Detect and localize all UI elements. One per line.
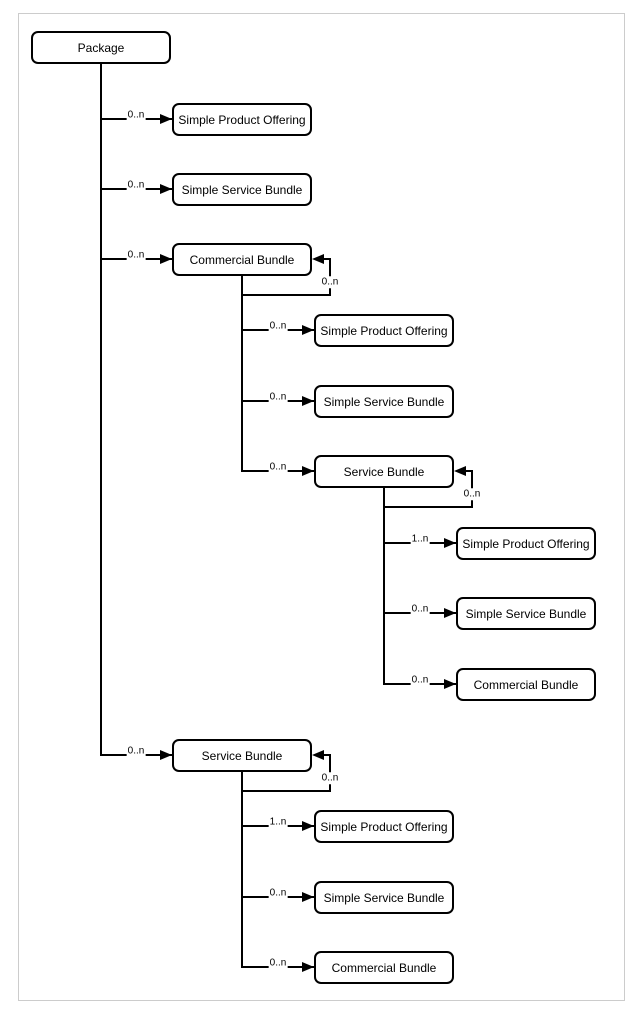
edge-label-sb1-cb2: 0..n [410, 674, 430, 686]
arrowhead-icon [302, 892, 314, 902]
node-simple-service-bundle-4: Simple Service Bundle [314, 881, 454, 914]
edge-label-sb2-spo4: 1..n [268, 816, 288, 828]
edge-label-package-ssb1: 0..n [126, 179, 146, 191]
node-service-bundle-1: Service Bundle [314, 455, 454, 488]
arrowhead-icon [302, 396, 314, 406]
edge-label-cb1-ssb2: 0..n [268, 391, 288, 403]
arrowhead-icon [302, 821, 314, 831]
node-simple-product-offering-4: Simple Product Offering [314, 810, 454, 843]
arrowhead-icon [160, 114, 172, 124]
edge-label-package-cb1: 0..n [126, 249, 146, 261]
edge-label-cb1-spo2: 0..n [268, 320, 288, 332]
node-simple-product-offering-1: Simple Product Offering [172, 103, 312, 136]
node-package: Package [31, 31, 171, 64]
edge-label-sb2-self-loop: 0..n [320, 772, 340, 784]
edge-line [383, 487, 385, 685]
arrowhead-icon [312, 254, 324, 264]
edge-line [241, 275, 243, 472]
arrowhead-icon [302, 325, 314, 335]
edge-label-sb2-ssb4: 0..n [268, 887, 288, 899]
edge-line [100, 63, 102, 756]
node-simple-service-bundle-1: Simple Service Bundle [172, 173, 312, 206]
edge-label-cb1-sb1: 0..n [268, 461, 288, 473]
edge-label-sb1-ssb3: 0..n [410, 603, 430, 615]
node-simple-product-offering-3: Simple Product Offering [456, 527, 596, 560]
node-commercial-bundle-1: Commercial Bundle [172, 243, 312, 276]
edge-label-sb2-cb3: 0..n [268, 957, 288, 969]
arrowhead-icon [312, 750, 324, 760]
arrowhead-icon [444, 679, 456, 689]
edge-line [466, 470, 473, 472]
arrowhead-icon [160, 750, 172, 760]
edge-label-package-spo1: 0..n [126, 109, 146, 121]
edge-label-sb1-spo3: 1..n [410, 533, 430, 545]
node-commercial-bundle-3: Commercial Bundle [314, 951, 454, 984]
edge-label-cb1-self-loop: 0..n [320, 276, 340, 288]
node-simple-product-offering-2: Simple Product Offering [314, 314, 454, 347]
edge-line [383, 506, 473, 508]
arrowhead-icon [454, 466, 466, 476]
node-service-bundle-2: Service Bundle [172, 739, 312, 772]
edge-line [241, 771, 243, 968]
arrowhead-icon [444, 608, 456, 618]
arrowhead-icon [160, 184, 172, 194]
node-simple-service-bundle-3: Simple Service Bundle [456, 597, 596, 630]
diagram-frame [18, 13, 625, 1001]
edge-line [324, 754, 331, 756]
edge-line [241, 294, 331, 296]
arrowhead-icon [302, 466, 314, 476]
edge-label-package-sb2: 0..n [126, 745, 146, 757]
edge-line [241, 790, 331, 792]
edge-line [324, 258, 331, 260]
node-commercial-bundle-2: Commercial Bundle [456, 668, 596, 701]
edge-label-sb1-self-loop: 0..n [462, 488, 482, 500]
node-simple-service-bundle-2: Simple Service Bundle [314, 385, 454, 418]
arrowhead-icon [444, 538, 456, 548]
arrowhead-icon [160, 254, 172, 264]
arrowhead-icon [302, 962, 314, 972]
